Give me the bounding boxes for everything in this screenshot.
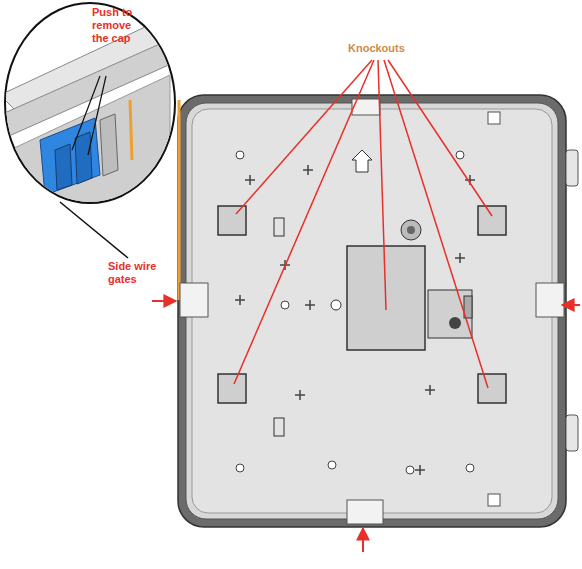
gate-tab xyxy=(536,283,564,317)
knockout-leaders xyxy=(234,60,492,388)
orientation-mark xyxy=(352,150,372,172)
plate-wall xyxy=(186,103,558,519)
knockout xyxy=(218,206,246,235)
screw-hole xyxy=(407,226,415,234)
latch-hole xyxy=(449,317,461,329)
pointer-arrow xyxy=(152,300,176,302)
screw-boss xyxy=(401,220,421,240)
hook-slot xyxy=(274,218,284,236)
cap-leaders xyxy=(72,76,106,155)
corner-slot xyxy=(488,494,500,506)
hole xyxy=(331,300,341,310)
plate-floor xyxy=(192,109,552,513)
gate-tab xyxy=(347,500,383,524)
hook-slot xyxy=(274,418,284,436)
callout-label: Push to remove the cap xyxy=(92,6,138,46)
latch-block xyxy=(428,290,472,338)
gate-tab xyxy=(180,283,208,317)
side-gate-strip xyxy=(178,100,181,300)
corner-slot xyxy=(488,112,500,124)
detail-view xyxy=(0,20,180,210)
knockout xyxy=(478,206,506,235)
knockout xyxy=(218,374,246,403)
pointer-arrow xyxy=(562,304,580,306)
gate-leader xyxy=(60,202,128,258)
pointer-arrow xyxy=(362,528,364,552)
plate-rim xyxy=(178,95,566,527)
side-clip xyxy=(566,150,578,186)
knockout xyxy=(478,374,506,403)
callout-label: Side wire gates xyxy=(108,260,166,286)
plate-marks xyxy=(235,151,475,475)
callout-label: Knockouts xyxy=(348,42,418,55)
side-clip xyxy=(566,415,578,451)
